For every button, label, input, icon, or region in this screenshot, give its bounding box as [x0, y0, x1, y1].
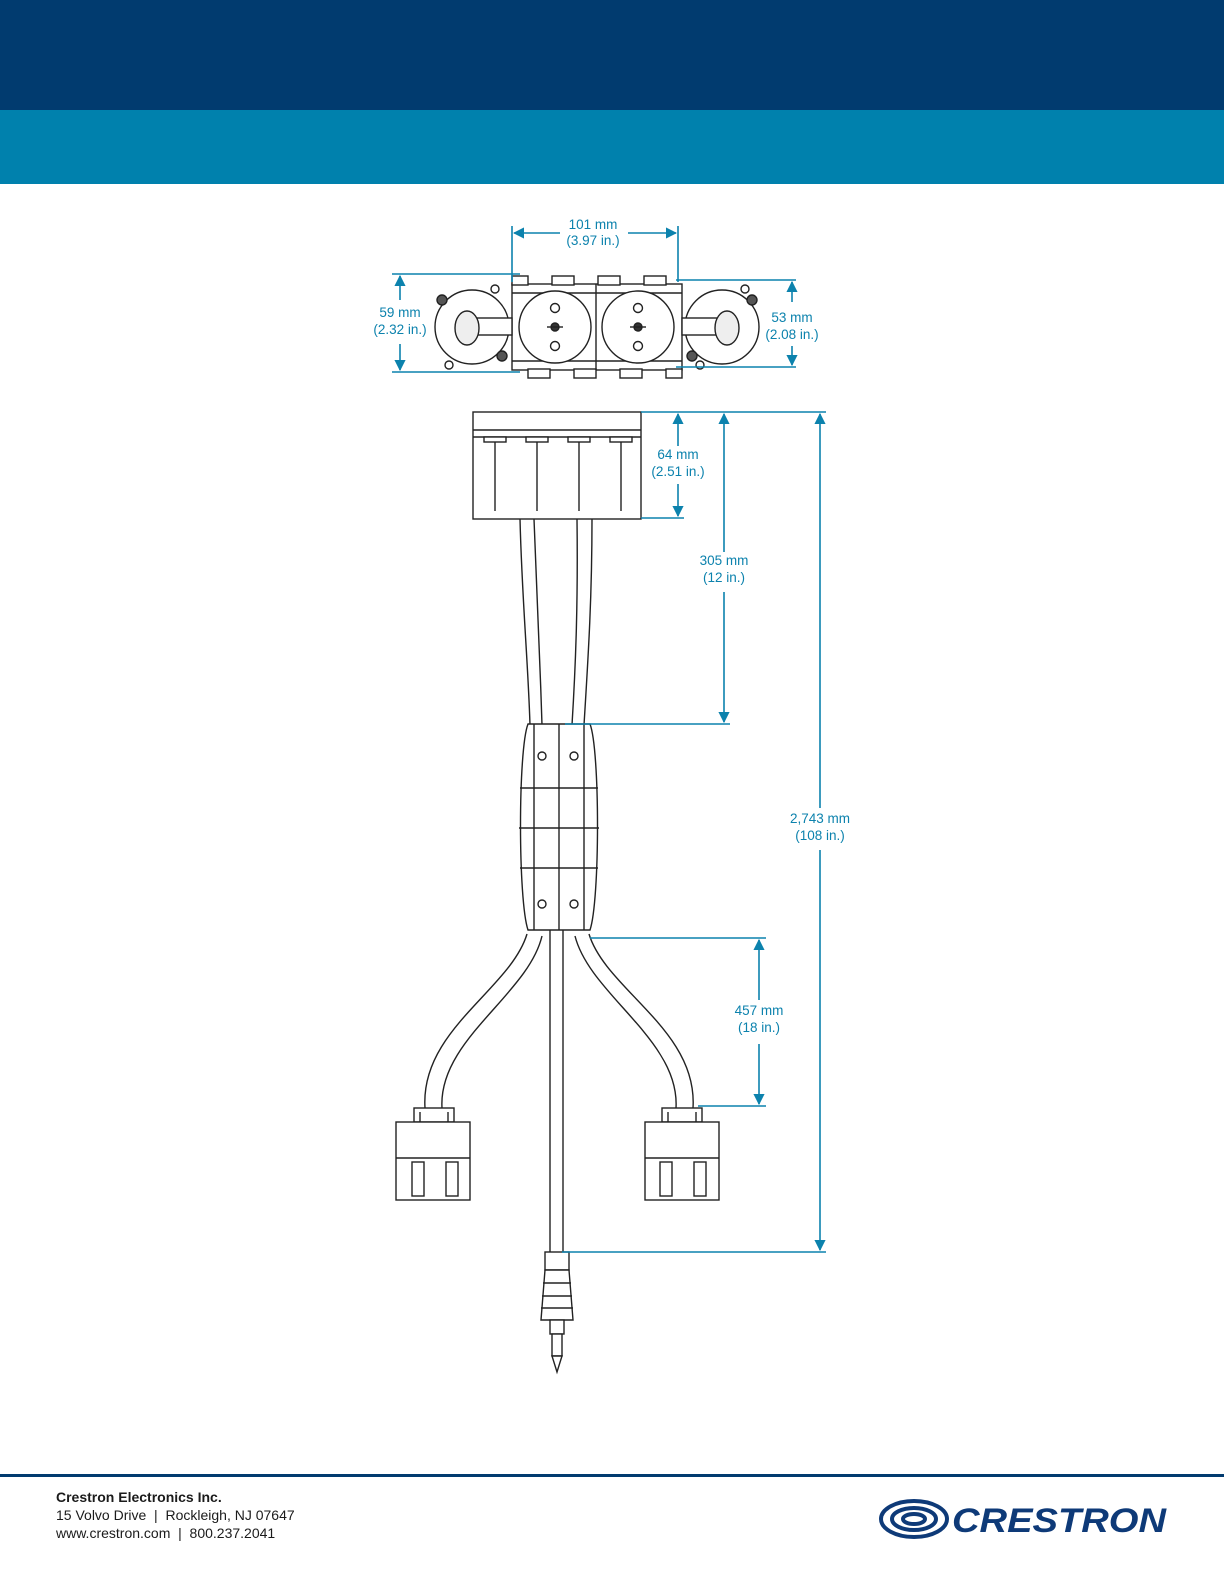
- dim-branch-length-in: (18 in.): [738, 1020, 780, 1035]
- contact-info: www.crestron.com | 800.237.2041: [56, 1524, 295, 1542]
- dim-branch-length-mm: 457 mm: [735, 1003, 784, 1018]
- dim-box-height-mm: 64 mm: [657, 447, 698, 462]
- dim-box-height-in: (2.51 in.): [651, 464, 704, 479]
- header-band-light: [0, 110, 1224, 184]
- dim-total-length-mm: 2,743 mm: [790, 811, 850, 826]
- dim-upper-cable-in: (12 in.): [703, 570, 745, 585]
- dim-width-mm: 101 mm: [569, 217, 618, 232]
- side-view-cable: [396, 412, 719, 1372]
- crestron-logo: CRESTRON: [878, 1494, 1178, 1544]
- footer-rule: [0, 1474, 1224, 1477]
- dim-left-height-mm: 59 mm: [379, 305, 420, 320]
- header-band-dark: [0, 0, 1224, 110]
- company-name: Crestron Electronics Inc.: [56, 1488, 295, 1506]
- top-view-outlet: [435, 276, 759, 378]
- swirl-icon: [881, 1501, 947, 1537]
- street-address: 15 Volvo Drive | Rockleigh, NJ 07647: [56, 1506, 295, 1524]
- dim-right-height-in: (2.08 in.): [765, 327, 818, 342]
- dimension-drawing: 101 mm (3.97 in.) 59 mm (2.32 in.) 53 mm…: [0, 184, 1224, 1454]
- dim-upper-cable-mm: 305 mm: [700, 553, 749, 568]
- footer-address-block: Crestron Electronics Inc. 15 Volvo Drive…: [56, 1488, 295, 1542]
- logo-wordmark: CRESTRON: [952, 1502, 1168, 1540]
- dim-total-length-in: (108 in.): [795, 828, 845, 843]
- dim-left-height-in: (2.32 in.): [373, 322, 426, 337]
- dim-right-height-mm: 53 mm: [771, 310, 812, 325]
- dim-width-in: (3.97 in.): [566, 233, 619, 248]
